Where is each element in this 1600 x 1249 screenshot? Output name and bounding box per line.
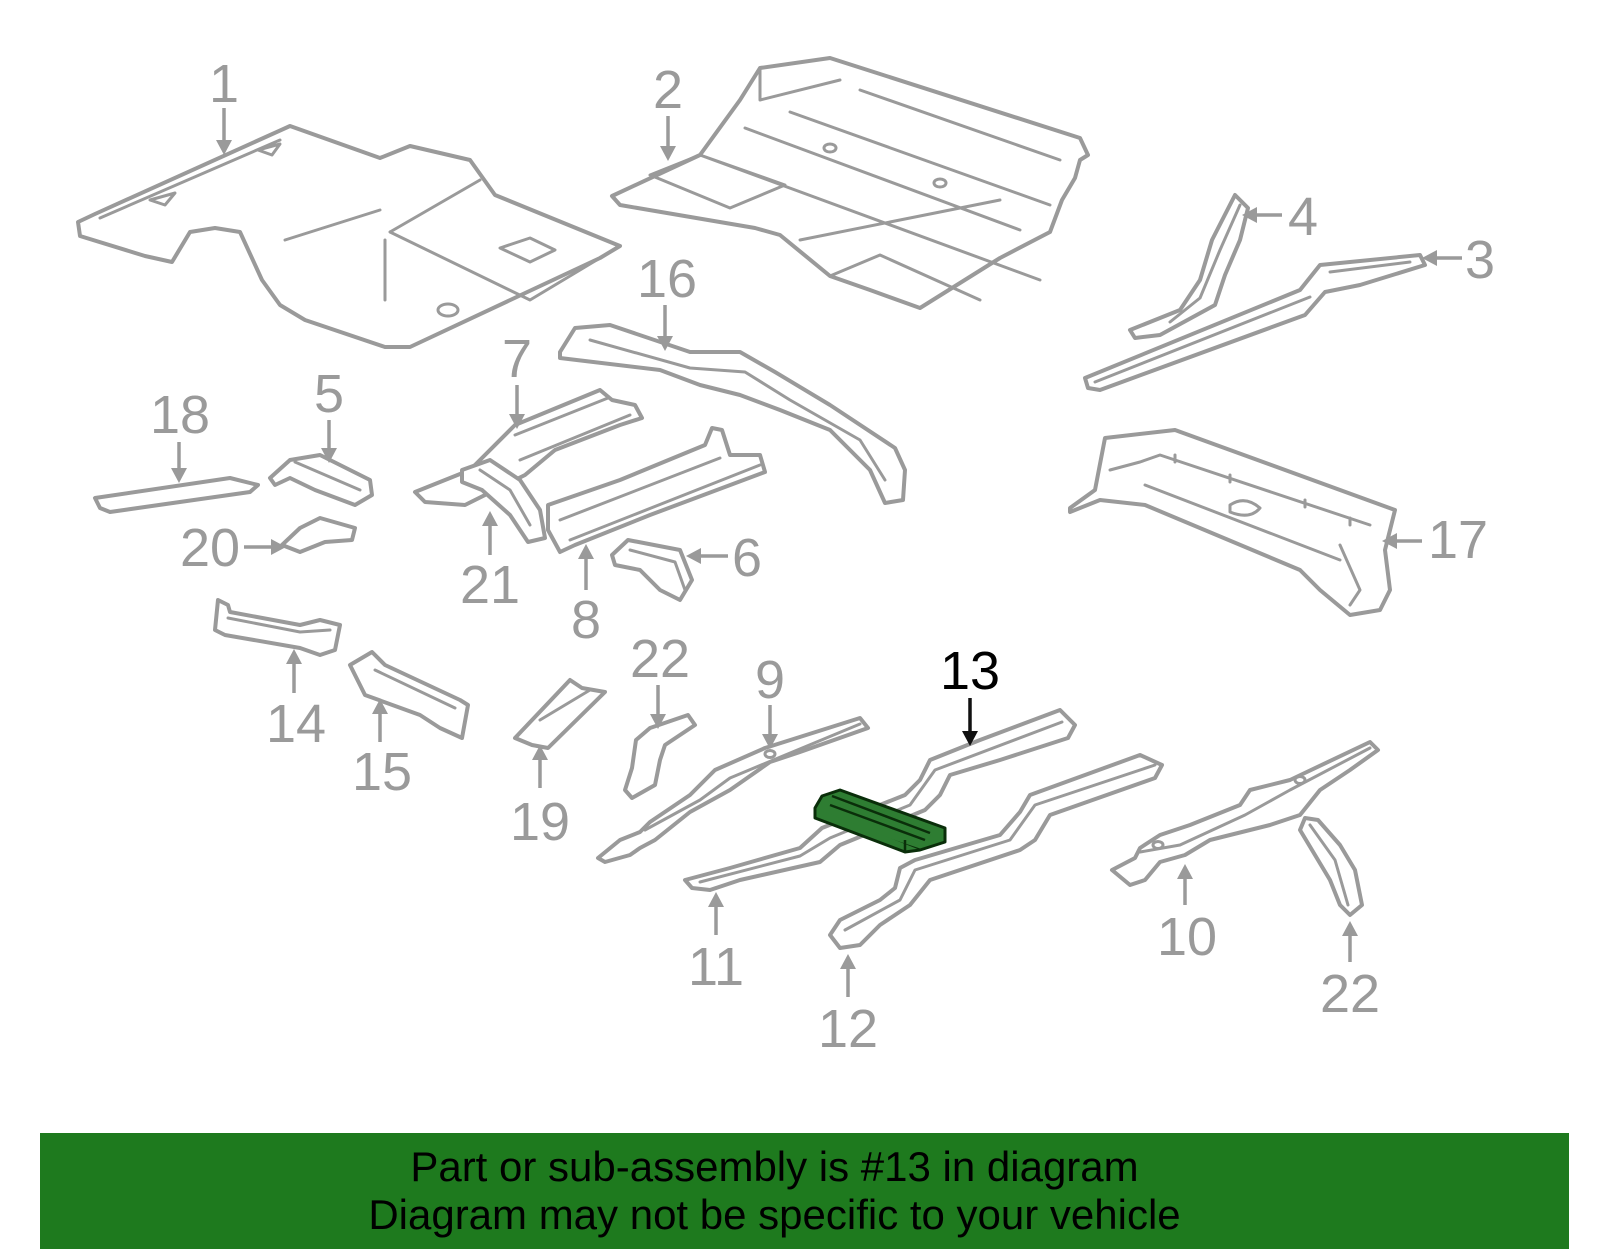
part-17-rear-panel[interactable] [1068, 428, 1397, 617]
callout-22-right[interactable]: 22 [1320, 964, 1380, 1024]
part-20-bracket[interactable] [280, 516, 357, 554]
callout-6[interactable]: 6 [732, 528, 762, 588]
part-15-bracket[interactable] [348, 650, 470, 740]
part-21-bracket[interactable] [460, 458, 547, 544]
callout-8[interactable]: 8 [571, 590, 601, 650]
part-5-bracket[interactable] [268, 453, 374, 507]
callout-16[interactable]: 16 [637, 249, 697, 309]
callout-2[interactable]: 2 [653, 60, 683, 120]
callout-7[interactable]: 7 [502, 329, 532, 389]
callout-14[interactable]: 14 [266, 694, 326, 754]
part-16-crossmember[interactable] [558, 323, 907, 505]
part-6-bracket[interactable] [610, 538, 694, 602]
part-22-bracket-left[interactable] [623, 713, 697, 800]
part-14-bracket[interactable] [213, 598, 342, 657]
callout-12[interactable]: 12 [818, 999, 878, 1059]
banner-line-2: Diagram may not be specific to your vehi… [368, 1191, 1181, 1238]
callout-1[interactable]: 1 [209, 54, 239, 114]
callout-3[interactable]: 3 [1465, 230, 1495, 290]
part-11-frame-rail[interactable] [683, 708, 1077, 892]
part-13-crossmember-highlighted[interactable] [813, 788, 947, 854]
part-3-rocker-panel[interactable] [1083, 253, 1427, 392]
callout-11[interactable]: 11 [688, 937, 744, 997]
part-22-bracket-right[interactable] [1298, 816, 1364, 917]
callout-13[interactable]: 13 [940, 641, 1000, 701]
part-18-reinforcement[interactable] [93, 476, 260, 514]
callout-10[interactable]: 10 [1157, 907, 1217, 967]
callout-18[interactable]: 18 [150, 385, 210, 445]
info-banner: Part or sub-assembly is #13 in diagram D… [40, 1133, 1569, 1249]
callout-15[interactable]: 15 [352, 742, 412, 802]
callout-20[interactable]: 20 [180, 518, 240, 578]
banner-line-1: Part or sub-assembly is #13 in diagram [410, 1143, 1139, 1190]
part-10-rail[interactable] [1110, 740, 1380, 887]
callout-5[interactable]: 5 [314, 364, 344, 424]
callout-9[interactable]: 9 [755, 650, 785, 710]
leader-arrows [171, 108, 1462, 997]
part-4-pillar-reinforcement[interactable] [1128, 193, 1250, 340]
part-9-rail[interactable] [596, 716, 870, 864]
callout-4[interactable]: 4 [1288, 187, 1318, 247]
part-2-rear-floor-pan[interactable] [610, 56, 1090, 310]
callout-21[interactable]: 21 [460, 555, 520, 615]
part-1-front-floor-pan[interactable] [76, 124, 622, 349]
callout-19[interactable]: 19 [510, 792, 570, 852]
part-8-crossmember[interactable] [546, 426, 767, 554]
part-19-plate[interactable] [513, 678, 607, 750]
callout-17[interactable]: 17 [1428, 510, 1488, 570]
part-12-frame-rail[interactable] [828, 753, 1164, 950]
callout-22-left[interactable]: 22 [630, 629, 690, 689]
callout-labels: 1 2 3 4 5 6 7 8 9 10 11 12 13 14 15 16 1… [150, 54, 1495, 1059]
